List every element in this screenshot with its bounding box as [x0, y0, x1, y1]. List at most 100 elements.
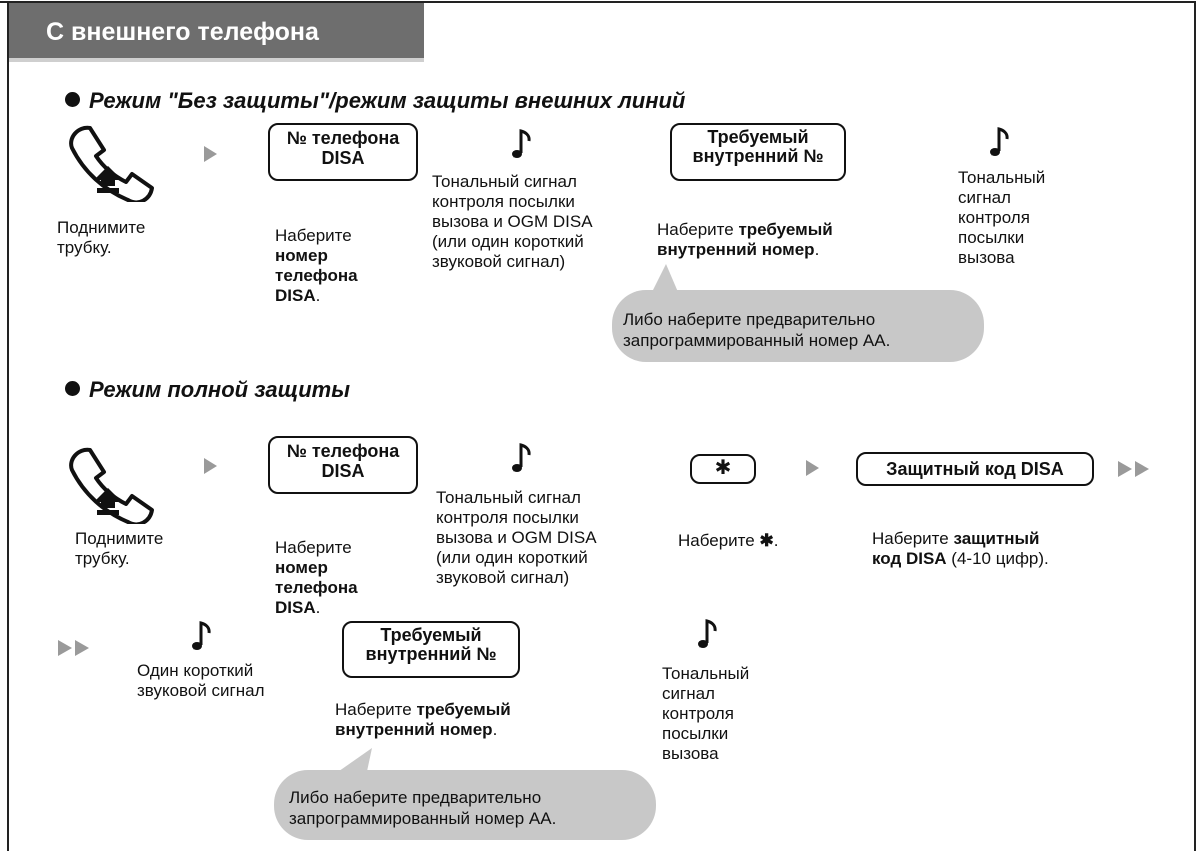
triangle-right-arrow-icon [204, 146, 217, 162]
text-line: посылки [662, 724, 729, 743]
extension-number-key[interactable]: Требуемый внутренний № [342, 621, 520, 678]
text-line: контроля [958, 208, 1030, 227]
key-label-line: № телефона [286, 441, 400, 461]
dial-star-instruction: Наберите ✱. [678, 531, 778, 551]
text-line: трубку. [57, 238, 112, 257]
key-label-line: Требуемый [380, 625, 482, 645]
handset-off-hook-icon [69, 125, 154, 202]
text-punct: . [814, 240, 820, 259]
key-label-line: № телефона [286, 128, 400, 148]
double-triangle-arrow-icon [1118, 461, 1152, 477]
musical-note-tone-icon [512, 129, 531, 158]
double-triangle-arrow-icon [58, 640, 92, 656]
star-key[interactable]: ✱ [690, 454, 756, 484]
text-line: запрограммированный номер AA. [289, 809, 557, 828]
text-line: сигнал [958, 188, 1011, 207]
text-line: Тональный сигнал [432, 172, 577, 191]
text-line: Либо наберите предварительно [623, 310, 876, 329]
musical-note-tone-icon [698, 619, 717, 648]
speech-bubble-shape [612, 264, 984, 362]
section2-heading: Режим полной защиты [65, 377, 350, 403]
key-label-line: DISA [321, 148, 365, 168]
text-line: вызова и OGM DISA [432, 212, 593, 231]
text-part: (4-10 цифр). [946, 549, 1049, 568]
disa-security-code-key[interactable]: Защитный код DISA [856, 452, 1094, 486]
text-line: (или один короткий [436, 548, 588, 567]
section1-heading-text: Режим "Без защиты"/режим защиты внешних … [89, 88, 686, 113]
text-line: контроля [662, 704, 734, 723]
text-line: сигнал [662, 684, 715, 703]
text-line: трубку. [75, 549, 130, 568]
text-part: ✱ [759, 531, 774, 550]
text-line: вызова [662, 744, 719, 763]
text-punct: . [315, 598, 321, 617]
key-label-line: DISA [321, 461, 365, 481]
text-part: защитный [953, 529, 1040, 548]
text-part: Наберите [678, 531, 760, 550]
text-line: Либо наберите предварительно [289, 788, 542, 807]
text-line: телефона [275, 266, 358, 285]
text-line: Поднимите [57, 218, 146, 237]
text-line: вызова [958, 248, 1015, 267]
bullet-icon [65, 92, 80, 107]
musical-note-tone-icon [192, 621, 211, 650]
speech-bubble-shape [274, 748, 656, 840]
key-label-line: Требуемый [707, 127, 809, 147]
text-part: Наберите [335, 700, 417, 719]
text-line: Наберите [275, 538, 352, 557]
text-line: Тональный сигнал [436, 488, 581, 507]
text-line: Наберите [275, 226, 352, 245]
disa-number-key[interactable]: № телефона DISA [268, 123, 418, 181]
frame-right-border [1194, 1, 1196, 851]
text-line: вызова и OGM DISA [436, 528, 597, 547]
text-line: контроля посылки [432, 192, 575, 211]
frame-left-border [7, 1, 9, 851]
text-line: Один короткий [137, 661, 254, 680]
text-line: звуковой сигнал [137, 681, 265, 700]
text-line: звуковой сигнал) [436, 568, 570, 587]
text-line: DISA [275, 598, 316, 617]
section1-heading: Режим "Без защиты"/режим защиты внешних … [65, 88, 685, 114]
key-label: Защитный код DISA [886, 459, 1064, 479]
text-punct: . [315, 286, 321, 305]
musical-note-tone-icon [512, 443, 531, 472]
disa-number-key[interactable]: № телефона DISA [268, 436, 418, 494]
text-part: требуемый [738, 220, 833, 239]
text-line: DISA [275, 286, 316, 305]
text-line: телефона [275, 578, 358, 597]
text-part: код DISA [872, 549, 947, 568]
text-line: посылки [958, 228, 1025, 247]
text-part: требуемый [416, 700, 511, 719]
key-label: ✱ [714, 457, 732, 479]
text-line: контроля посылки [436, 508, 579, 527]
extension-number-key[interactable]: Требуемый внутренний № [670, 123, 846, 181]
speed-dial-aa-note: Либо наберите предварительно запрограммир… [623, 309, 890, 351]
text-line: (или один короткий [432, 232, 584, 251]
dial-security-code-instruction: Наберите защитный код DISA (4-10 цифр). [872, 529, 1049, 569]
text-punct: . [773, 531, 779, 550]
title-tab-shadow [9, 58, 424, 62]
text-line: запрограммированный номер AA. [623, 331, 891, 350]
text-part: внутренний номер [657, 240, 815, 259]
text-part: Наберите [872, 529, 954, 548]
text-line: номер [275, 246, 328, 265]
text-line: номер [275, 558, 328, 577]
triangle-right-arrow-icon [806, 460, 819, 476]
text-line: звуковой сигнал) [432, 252, 566, 271]
key-label-line: внутренний № [365, 644, 497, 664]
text-punct: . [492, 720, 498, 739]
text-line: Тональный [958, 168, 1046, 187]
triangle-right-arrow-icon [204, 458, 217, 474]
page-title: С внешнего телефона [9, 3, 424, 58]
handset-off-hook-icon [69, 447, 154, 524]
